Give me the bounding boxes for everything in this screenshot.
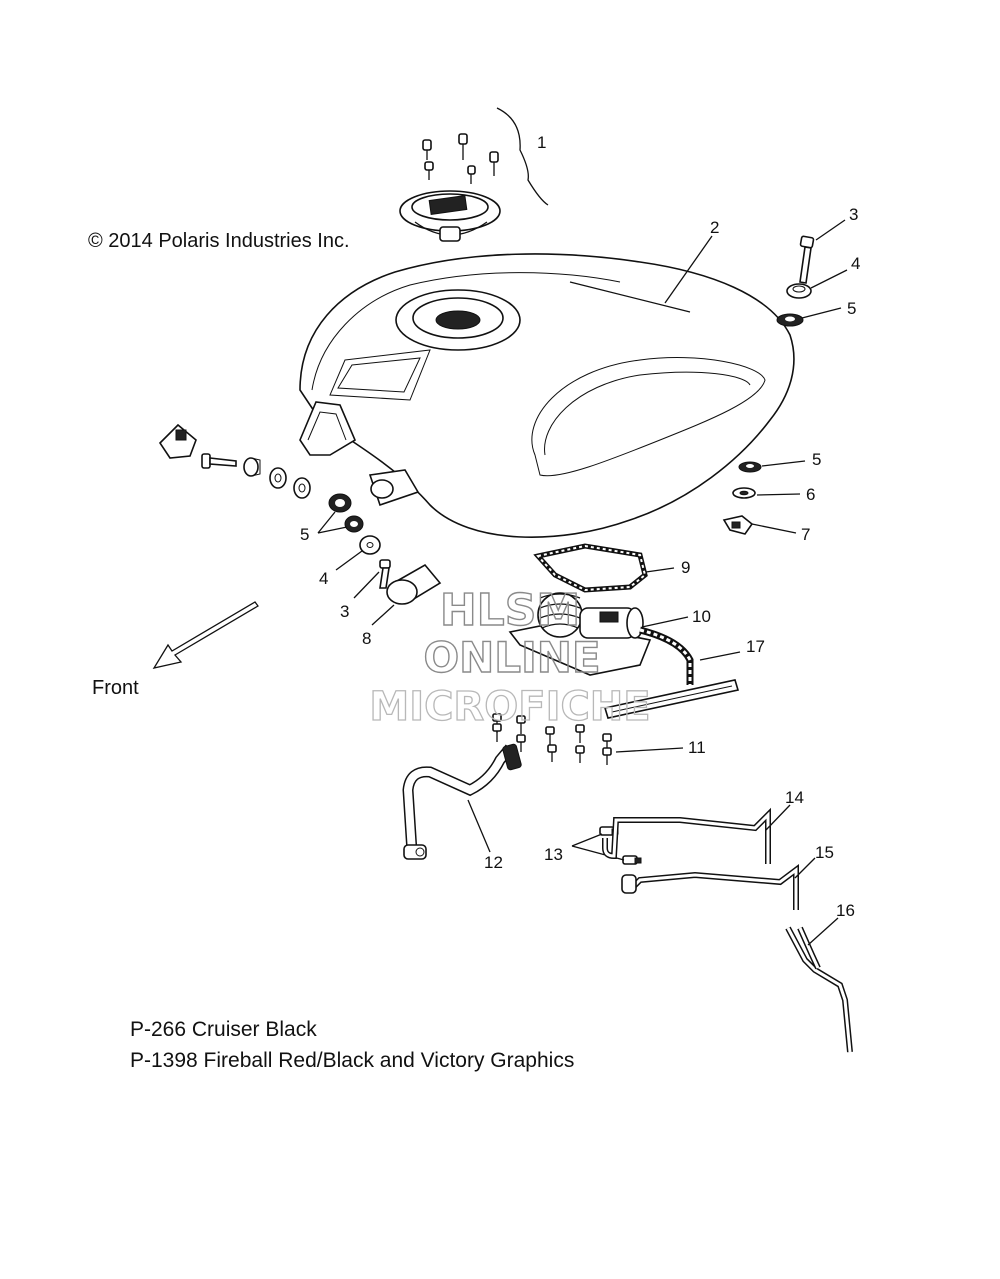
callout-7: 7 xyxy=(801,525,810,544)
callout-15: 15 xyxy=(815,843,834,862)
watermark-line1: HLSM xyxy=(440,585,580,636)
fuel-pump-gasket xyxy=(533,543,648,593)
callout-5-left: 5 xyxy=(300,525,309,544)
callout-17: 17 xyxy=(746,637,765,656)
callout-8: 8 xyxy=(362,629,371,648)
vent-y-hose-16 xyxy=(785,926,853,1053)
callout-1: 1 xyxy=(537,133,546,152)
callout-9: 9 xyxy=(681,558,690,577)
callout-4-right: 4 xyxy=(851,254,860,273)
note-paint-1: P-266 Cruiser Black xyxy=(130,1018,317,1041)
callout-5-right: 5 xyxy=(847,299,856,318)
front-mount-hardware xyxy=(158,423,442,605)
mounting-screws xyxy=(492,713,612,765)
callout-2: 2 xyxy=(710,218,719,237)
callout-3-left: 3 xyxy=(340,602,349,621)
callout-6: 6 xyxy=(806,485,815,504)
callout-11: 11 xyxy=(688,738,706,757)
gas-cap-assembly xyxy=(399,107,549,242)
note-paint-2: P-1398 Fireball Red/Black and Victory Gr… xyxy=(130,1049,574,1072)
callout-14: 14 xyxy=(785,788,804,807)
callout-5-mid: 5 xyxy=(812,450,821,469)
fuel-hose xyxy=(402,743,522,860)
fuel-pump-module xyxy=(508,592,652,676)
callout-10: 10 xyxy=(692,607,711,626)
fuel-level-sender xyxy=(603,626,740,719)
vent-line-15 xyxy=(621,864,799,910)
lower-right-hardware xyxy=(722,461,762,535)
rear-mount-hardware xyxy=(776,235,815,327)
callout-16: 16 xyxy=(836,901,855,920)
watermark-line3: MICROFICHE xyxy=(369,684,650,730)
vent-line-14 xyxy=(602,807,771,864)
callout-3-right: 3 xyxy=(849,205,858,224)
copyright-text: © 2014 Polaris Industries Inc. xyxy=(88,230,350,252)
callout-12: 12 xyxy=(484,853,503,872)
watermark: HLSM ONLINE MICROFICHE xyxy=(369,584,652,730)
callout-4-left: 4 xyxy=(319,569,328,588)
front-label: Front xyxy=(92,677,139,699)
front-arrow xyxy=(152,601,259,669)
callout-13: 13 xyxy=(544,845,563,864)
fuel-tank xyxy=(299,253,795,538)
watermark-line2: ONLINE xyxy=(423,633,600,682)
